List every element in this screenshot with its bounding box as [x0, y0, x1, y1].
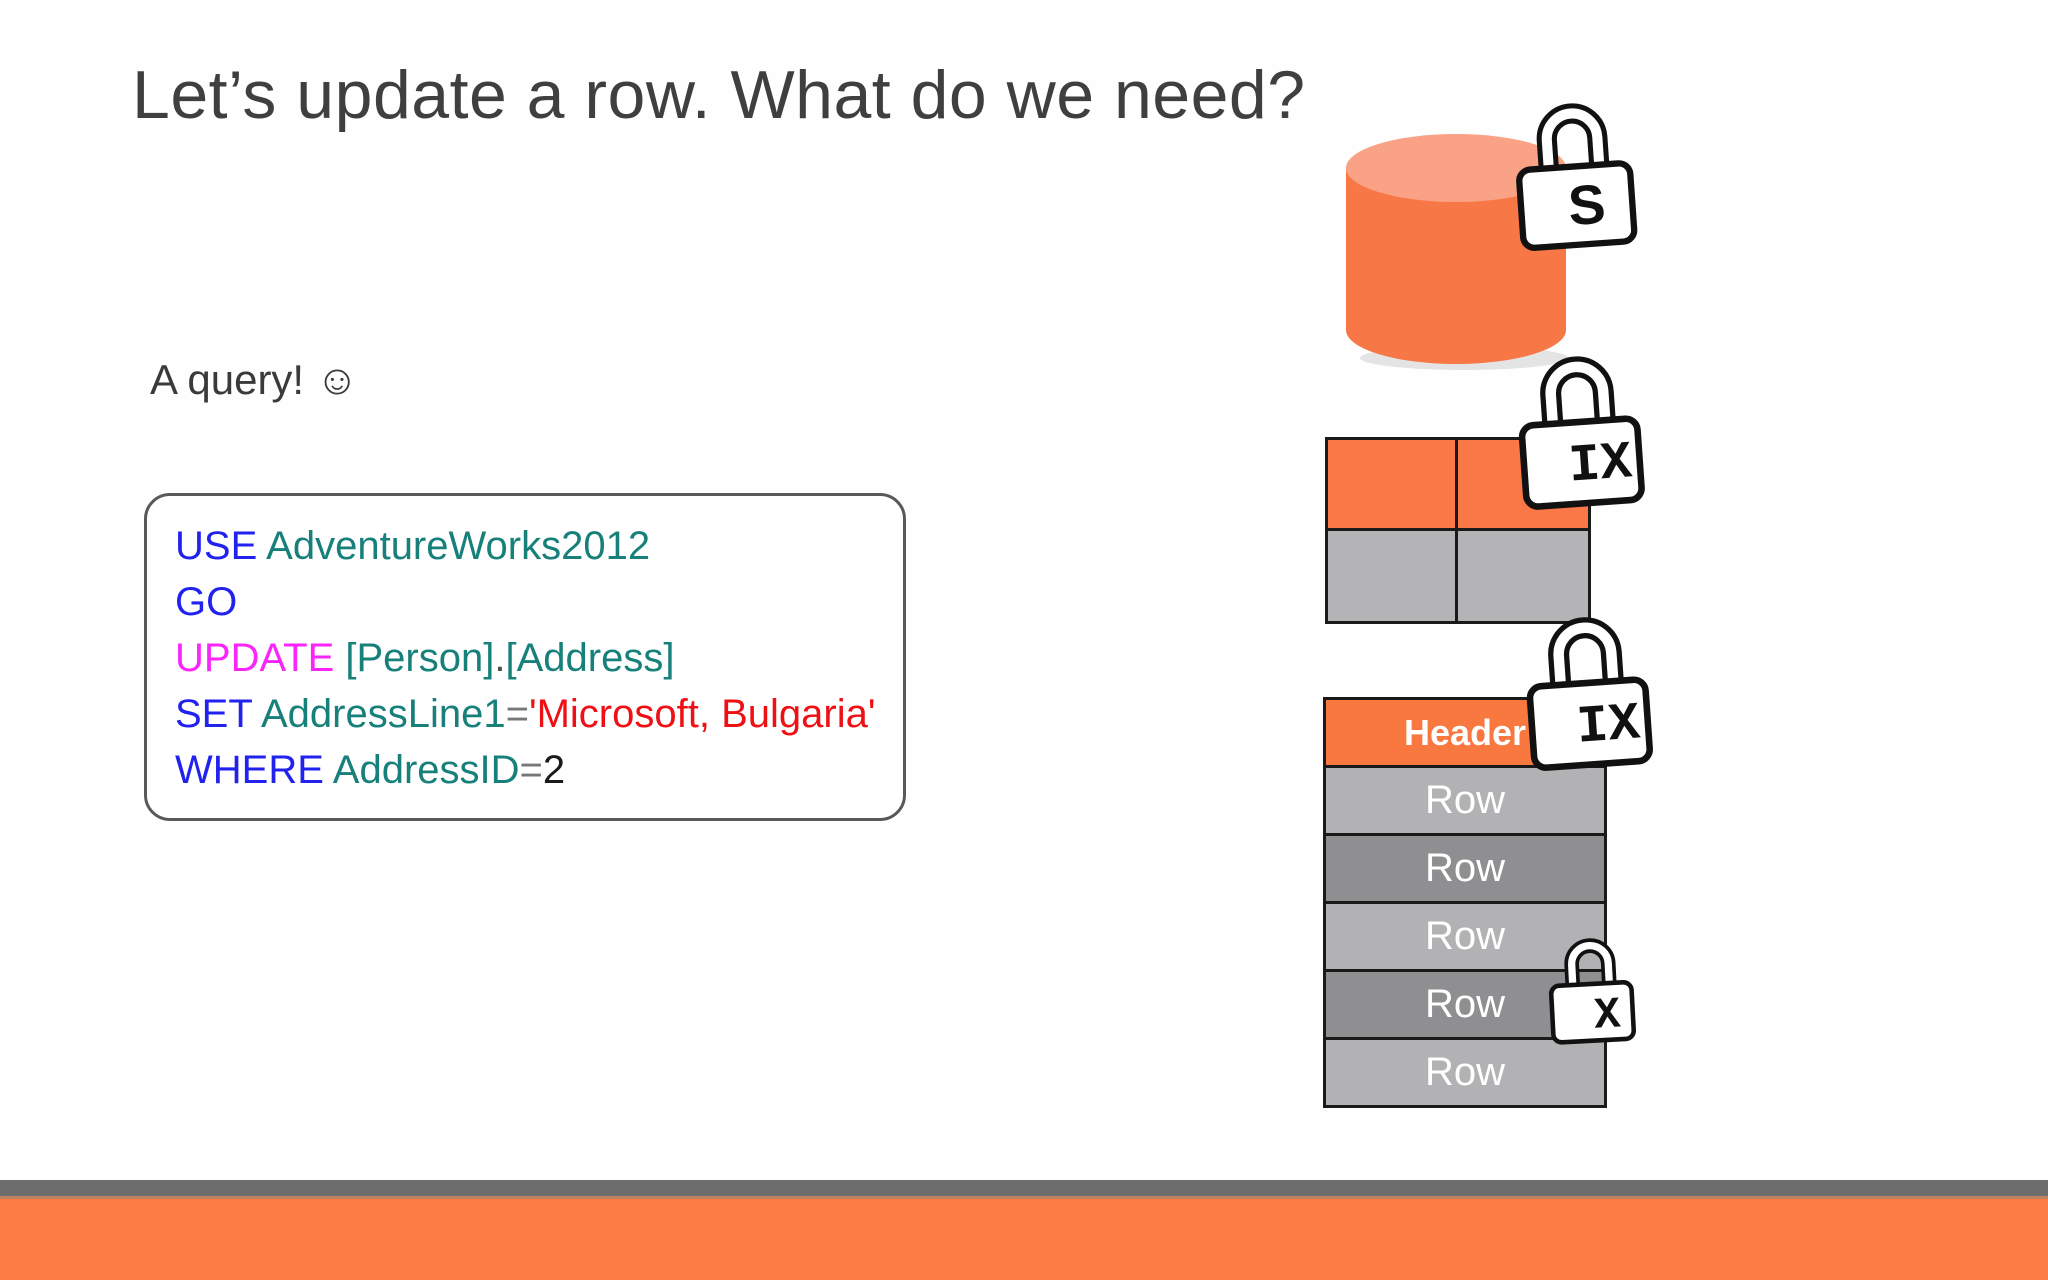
intent-exclusive-lock-page-icon: IX — [1526, 617, 1653, 771]
exclusive-lock-row-icon: X — [1548, 938, 1637, 1045]
code-line: UPDATE [Person].[Address] — [175, 636, 675, 680]
page-row: Row — [1326, 1037, 1604, 1105]
code-line: USE AdventureWorks2012 — [175, 524, 651, 568]
table-grid-cell — [1328, 440, 1458, 531]
page-row: Row — [1326, 969, 1604, 1037]
page-row: Row — [1326, 765, 1604, 833]
query-label: A query! ☺ — [150, 356, 359, 403]
lock-label: IX — [1567, 432, 1635, 496]
code-line: SET AddressLine1='Microsoft, Bulgaria' — [175, 692, 876, 736]
footer-orange-bar — [0, 1199, 2048, 1280]
slide-title: Let’s update a row. What do we need? — [132, 57, 1306, 133]
page-row: Row — [1326, 901, 1604, 969]
table-grid-cell — [1458, 530, 1588, 621]
shared-lock-icon: S — [1516, 103, 1638, 251]
code-line: GO — [175, 580, 238, 624]
lock-label: X — [1593, 990, 1623, 1041]
lock-label: IX — [1575, 693, 1643, 757]
lock-label: S — [1566, 173, 1607, 237]
code-line: WHERE AddressID=2 — [175, 748, 566, 792]
footer-gray-bar — [0, 1180, 2048, 1196]
page-row: Row — [1326, 833, 1604, 901]
table-grid-cell — [1328, 530, 1458, 621]
database-cylinder-icon — [1346, 134, 1568, 370]
footer-accent-line — [0, 1196, 2048, 1199]
intent-exclusive-lock-table-icon: IX — [1518, 356, 1645, 510]
